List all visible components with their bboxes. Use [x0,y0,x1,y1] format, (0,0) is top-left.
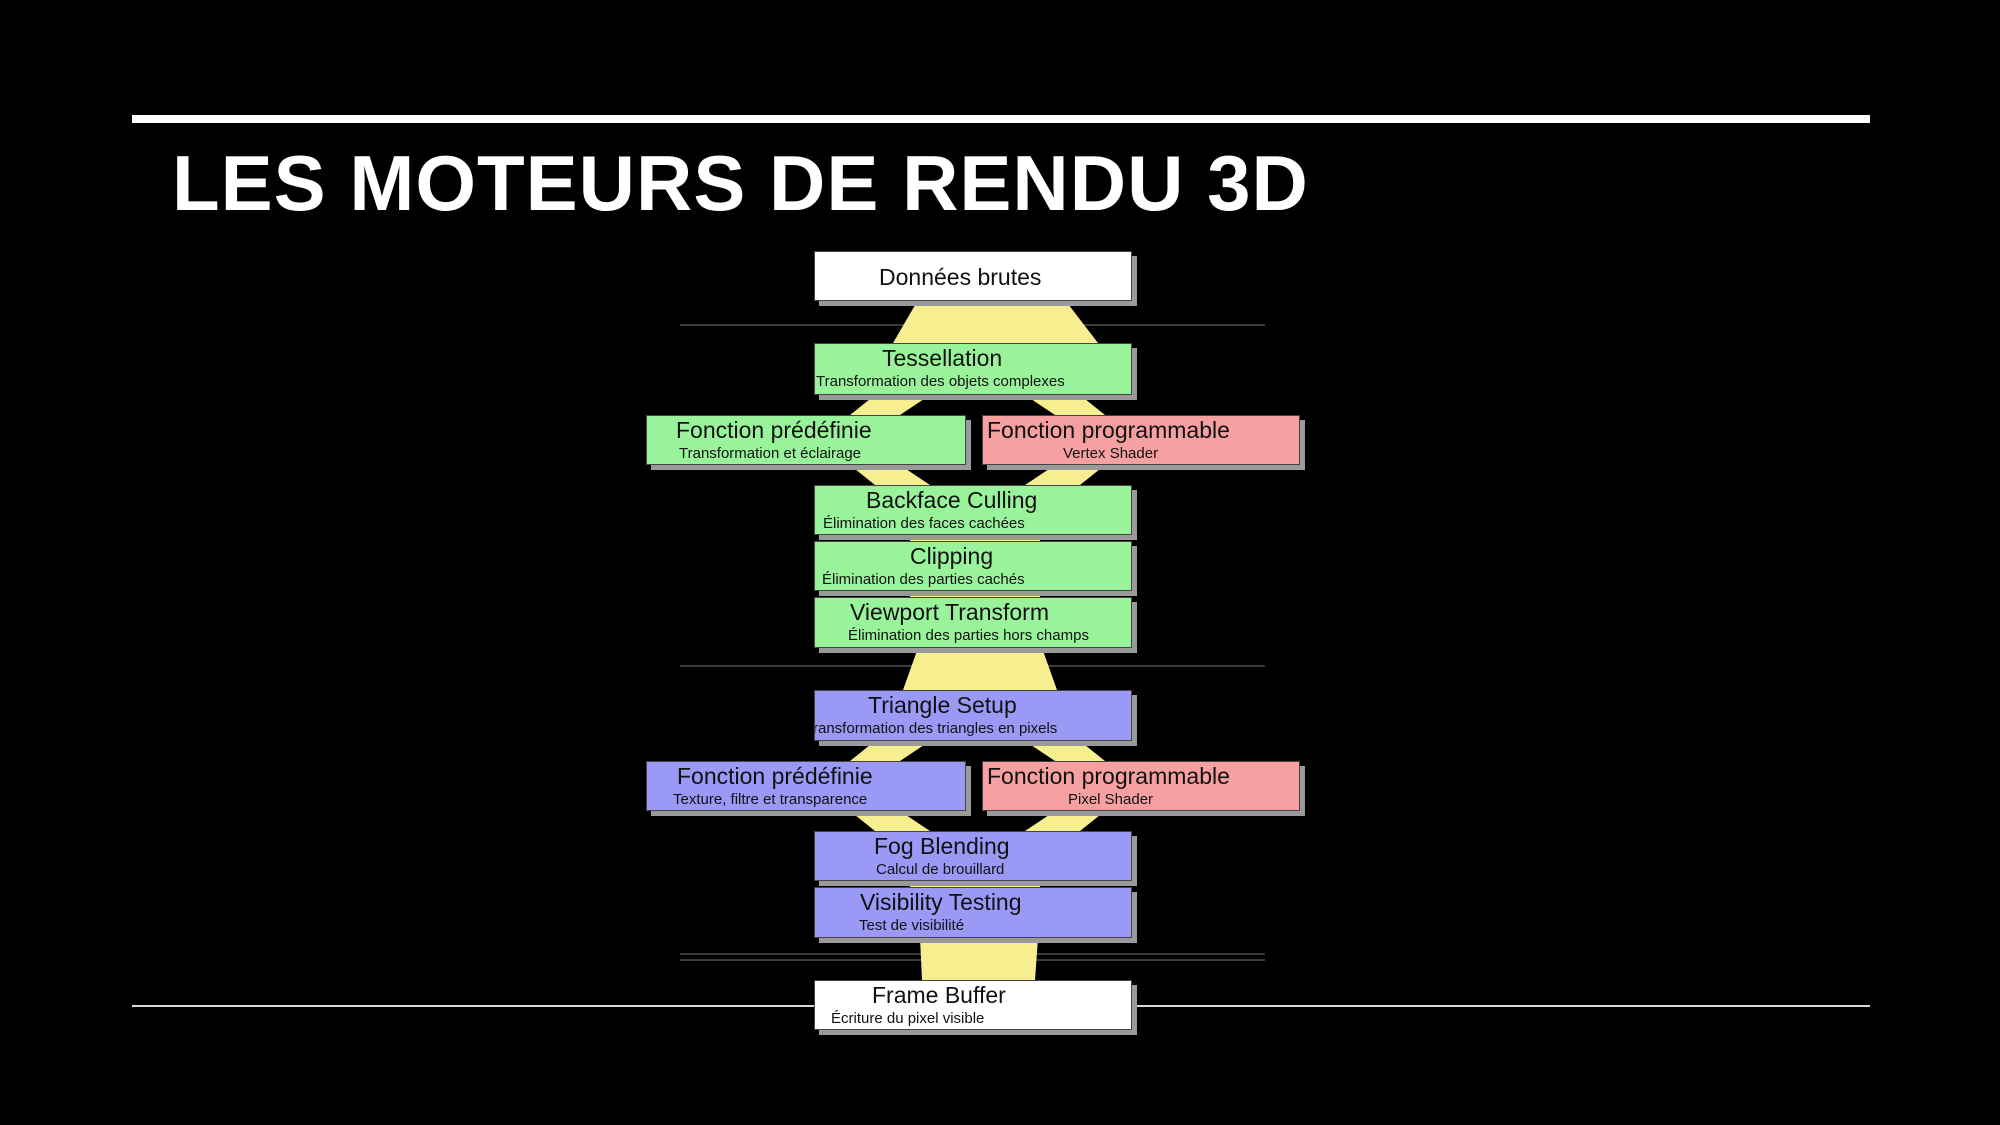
fixed-geometry-title: Fonction prédéfinie [676,417,872,443]
triangle-setup-subtitle: ransformation des triangles en pixels [814,720,1058,737]
vertex-shader-title: Fonction programmable [987,417,1230,443]
box-pixel-shader: Fonction programmable Pixel Shader [982,761,1300,811]
connector [1025,395,1105,415]
box-viewport-transform: Viewport Transform Élimination des parti… [814,597,1132,648]
vertex-shader-subtitle: Vertex Shader [1063,445,1159,462]
slide-title: LES MOTEURS DE RENDU 3D [172,139,1309,227]
connector [893,300,1098,343]
fog-blending-subtitle: Calcul de brouillard [876,861,1005,878]
box-vertex-shader: Fonction programmable Vertex Shader [982,415,1300,465]
box-fog-blending: Fog Blending Calcul de brouillard [814,831,1132,881]
top-rule [132,115,1870,123]
box-fixed-function-geometry: Fonction prédéfinie Transformation et éc… [646,415,966,465]
connector [850,395,930,415]
connector [850,465,930,485]
pixel-shader-subtitle: Pixel Shader [1068,791,1154,808]
visibility-testing-subtitle: Test de visibilité [859,917,965,934]
raw-data-title: Données brutes [879,264,1042,290]
pixel-shader-title: Fonction programmable [987,763,1230,789]
backface-culling-subtitle: Élimination des faces cachées [823,515,1025,532]
box-backface-culling: Backface Culling Élimination des faces c… [814,485,1132,535]
viewport-transform-title: Viewport Transform [850,599,1049,625]
connector-shapes [850,300,1105,980]
connector [850,741,930,761]
fog-blending-title: Fog Blending [874,833,1010,859]
box-fixed-function-pixel: Fonction prédéfinie Texture, filtre et t… [646,761,966,811]
box-clipping: Clipping Élimination des parties cachés [814,541,1132,591]
connector [1025,741,1105,761]
connector [910,535,1040,543]
backface-culling-title: Backface Culling [866,487,1038,513]
connector [920,938,1038,980]
connector [850,811,930,831]
fixed-pixel-title: Fonction prédéfinie [677,763,873,789]
frame-buffer-title: Frame Buffer [872,982,1006,1008]
fixed-geometry-subtitle: Transformation et éclairage [679,445,862,462]
connector [1025,811,1105,831]
box-visibility-testing: Visibility Testing Test de visibilité [814,887,1132,938]
viewport-transform-subtitle: Élimination des parties hors champs [848,627,1089,644]
tessellation-title: Tessellation [882,345,1003,371]
clipping-subtitle: Élimination des parties cachés [822,571,1025,588]
fixed-pixel-subtitle: Texture, filtre et transparence [673,791,868,808]
visibility-testing-title: Visibility Testing [860,889,1022,915]
connector [910,591,1040,599]
frame-buffer-subtitle: Écriture du pixel visible [831,1010,985,1027]
box-tessellation: Tessellation Transformation des objets c… [814,343,1132,395]
box-frame-buffer: Frame Buffer Écriture du pixel visible [814,980,1132,1030]
tessellation-subtitle: Transformation des objets complexes [816,373,1065,390]
connector [1025,465,1105,485]
clipping-title: Clipping [910,543,994,569]
triangle-setup-title: Triangle Setup [868,692,1017,718]
box-triangle-setup: Triangle Setup ransformation des triangl… [814,690,1132,741]
box-raw-data: Données brutes [814,251,1132,301]
connector [903,648,1057,690]
connector [910,881,1040,889]
